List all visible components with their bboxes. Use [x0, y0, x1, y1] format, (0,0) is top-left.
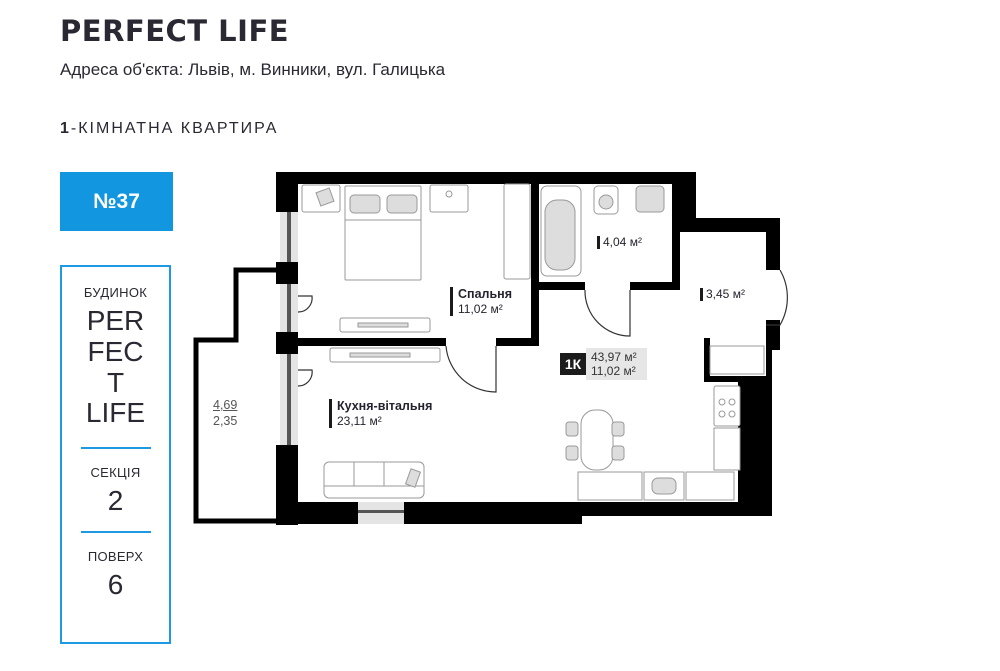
- kitchen-living-label: Кухня-вітальня 23,11 м²: [329, 399, 433, 429]
- kitchen-living-area: 23,11 м²: [337, 414, 382, 428]
- building-line: LIFE: [85, 397, 146, 429]
- balcony-total-area: 4,69: [213, 398, 238, 412]
- building-info-panel: БУДИНОК PER FEC T LIFE СЕКЦІЯ 2 ПОВЕРХ 6: [60, 265, 171, 644]
- project-title: PERFECT LIFE: [60, 14, 290, 48]
- bedroom-area: 11,02 м²: [458, 302, 503, 316]
- apartment-type: 1-КІМНАТНА КВАРТИРА: [60, 120, 278, 138]
- section-label: СЕКЦІЯ: [90, 465, 141, 481]
- floor-value: 6: [107, 568, 124, 600]
- floor-label: ПОВЕРХ: [87, 548, 144, 564]
- total-area: 43,97 м²: [591, 350, 637, 364]
- rooms-count: 1: [60, 120, 71, 137]
- furniture: [301, 183, 765, 501]
- bedroom-label: Спальня 11,02 м²: [450, 287, 512, 317]
- apartment-summary: 1К 43,97 м² 11,02 м²: [560, 348, 647, 380]
- bedroom-name: Спальня: [458, 287, 512, 301]
- doors: [297, 269, 788, 393]
- living-area: 11,02 м²: [591, 364, 636, 378]
- building-line: FEC: [87, 335, 144, 367]
- object-address: Адреса об'єкта: Львів, м. Винники, вул. …: [60, 60, 446, 79]
- bathroom-area: 4,04 м²: [597, 236, 642, 249]
- section-value: 2: [107, 485, 124, 517]
- kitchen-living-name: Кухня-вітальня: [337, 399, 433, 413]
- building-name: PER FEC T LIFE: [62, 305, 169, 429]
- balcony-area: 4,69 2,35: [213, 398, 237, 429]
- balcony-outline: [193, 267, 280, 524]
- apartment-type-tag: 1К: [560, 353, 586, 375]
- building-line: T: [106, 366, 125, 398]
- apartment-number-badge: №37: [60, 172, 173, 231]
- building-line: PER: [86, 305, 145, 336]
- hallway-area: 3,45 м²: [700, 288, 745, 301]
- walls: [276, 172, 780, 525]
- building-label: БУДИНОК: [83, 285, 148, 300]
- divider: [80, 447, 151, 450]
- rooms-type-label: -КІМНАТНА КВАРТИРА: [70, 120, 279, 137]
- balcony-counted-area: 2,35: [213, 413, 238, 428]
- divider: [80, 530, 151, 533]
- summary-areas: 43,97 м² 11,02 м²: [586, 348, 647, 380]
